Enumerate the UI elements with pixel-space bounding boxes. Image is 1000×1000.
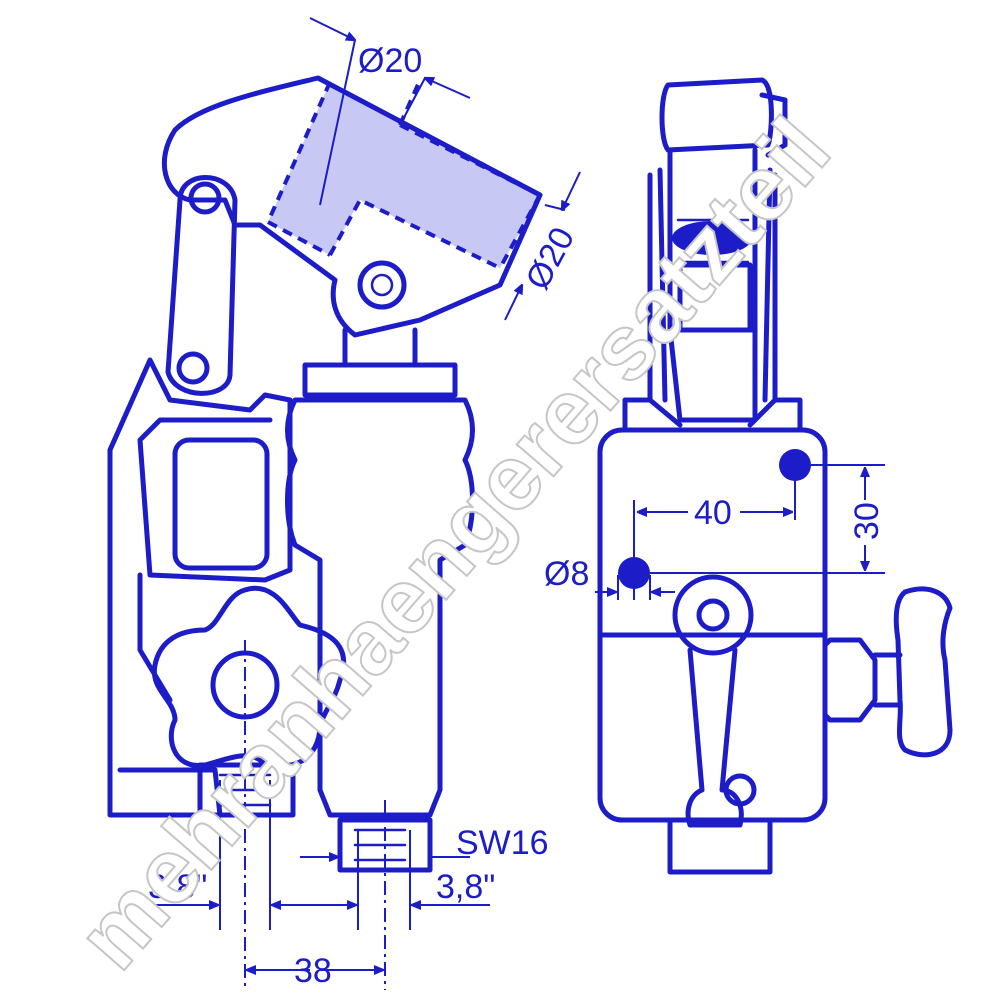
front-view-dimensions: 40 30 Ø8: [544, 468, 886, 600]
release-lever: [685, 647, 744, 828]
pressure-knob: [151, 585, 347, 769]
handle-grip-top: [659, 77, 774, 153]
center-lines: [244, 640, 386, 990]
pump-cap: [302, 362, 458, 398]
pump-body: [597, 427, 828, 823]
stem: [342, 327, 418, 368]
dim-diameter-top: Ø20: [358, 42, 422, 80]
lever-boss: [672, 574, 754, 656]
pin-section: [672, 221, 752, 255]
bottom-fitting: [667, 817, 773, 875]
pump-cylinder: [285, 397, 475, 818]
front-view: [597, 77, 953, 875]
dim-hole-spacing-h: 40: [694, 494, 732, 532]
valve-nut: [822, 637, 878, 723]
dim-port-right: 3,8": [436, 868, 495, 906]
valve-handle: [893, 586, 953, 758]
dim-hole-diameter: Ø8: [544, 555, 589, 593]
dim-hole-spacing-v: 30: [848, 502, 886, 540]
handle-outline: [161, 75, 543, 338]
dim-port-spacing: 38: [294, 952, 332, 990]
dim-port-left: 3,8": [148, 868, 207, 906]
dim-wrench-size: SW16: [456, 824, 549, 862]
link-arm: [165, 175, 238, 396]
dim-diameter-side: Ø20: [519, 221, 583, 296]
lever-pin: [723, 773, 757, 807]
port-left: [197, 762, 296, 818]
pivot-pin: [357, 260, 407, 310]
handle-socket-dashed: [266, 79, 542, 270]
frame-window: [172, 437, 270, 571]
